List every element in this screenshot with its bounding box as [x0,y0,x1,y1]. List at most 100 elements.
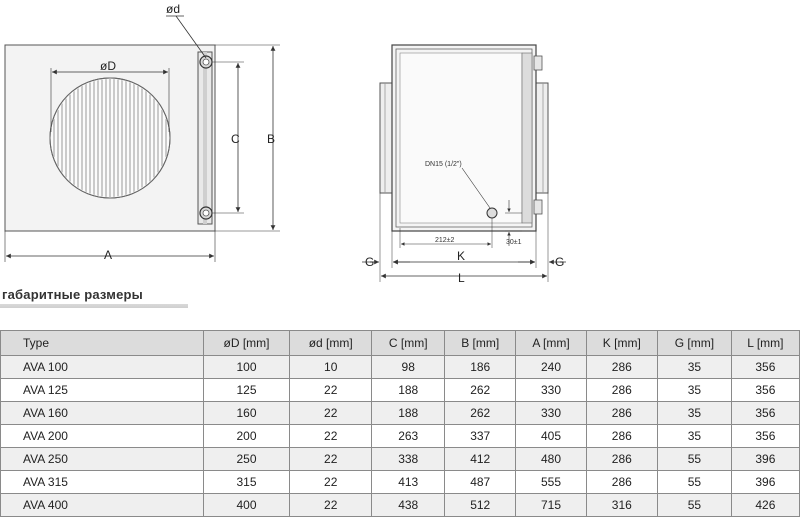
value-cell: 356 [730,355,800,379]
value-cell: 22 [289,424,373,448]
value-cell: 356 [730,424,800,448]
value-cell: 188 [371,378,446,402]
value-cell: 55 [656,447,732,471]
value-cell: 487 [444,470,517,494]
value-cell: 316 [585,493,658,517]
value-cell: 356 [730,378,800,402]
L-label: L [458,271,465,285]
value-cell: 262 [444,401,517,425]
value-cell: 555 [515,470,587,494]
value-cell: 286 [585,447,658,471]
value-cell: 338 [371,447,446,471]
od-leader [175,15,207,59]
value-cell: 715 [515,493,587,517]
value-cell: 10 [289,355,373,379]
value-cell: 412 [444,447,517,471]
value-cell: 330 [515,401,587,425]
dimensions-table: Type øD [mm] ød [mm] C [mm] B [mm] A [mm… [0,330,800,517]
technical-drawing: ød øD C B A DN15 (1/2") 212±2 30± [4,2,566,285]
oD-label: øD [100,59,116,73]
value-cell: 286 [585,378,658,402]
value-cell: 22 [289,378,373,402]
side-view [379,44,549,232]
value-cell: 315 [202,470,291,494]
value-cell: 240 [515,355,587,379]
value-cell: 98 [371,355,446,379]
value-cell: 22 [289,470,373,494]
value-cell: 337 [444,424,517,448]
column-header: L [mm] [730,330,800,356]
column-header: C [mm] [371,330,446,356]
value-cell: 413 [371,470,446,494]
G-right-label: G [555,255,564,269]
value-cell: 330 [515,378,587,402]
type-cell: AVA 250 [0,447,204,471]
C-label: C [231,132,240,146]
column-header: K [mm] [585,330,658,356]
value-cell: 480 [515,447,587,471]
column-header: B [mm] [444,330,517,356]
table-header-row: Type øD [mm] ød [mm] C [mm] B [mm] A [mm… [0,330,800,356]
value-cell: 426 [730,493,800,517]
value-cell: 250 [202,447,291,471]
column-header: ød [mm] [289,330,373,356]
value-cell: 200 [202,424,291,448]
value-cell: 100 [202,355,291,379]
column-header: G [mm] [656,330,732,356]
value-cell: 35 [656,378,732,402]
type-cell: AVA 200 [0,424,204,448]
value-cell: 160 [202,401,291,425]
value-cell: 188 [371,401,446,425]
value-cell: 262 [444,378,517,402]
value-cell: 405 [515,424,587,448]
B-label: B [267,132,275,146]
type-cell: AVA 125 [0,378,204,402]
value-cell: 22 [289,401,373,425]
value-cell: 400 [202,493,291,517]
type-cell: AVA 315 [0,470,204,494]
column-header: Type [0,330,204,356]
section-heading: габаритные размеры [2,287,143,302]
value-cell: 35 [656,401,732,425]
front-view [4,44,216,232]
value-cell: 438 [371,493,446,517]
value-cell: 125 [202,378,291,402]
A-label: A [104,248,112,262]
type-cell: AVA 100 [0,355,204,379]
dn15-label: DN15 (1/2") [425,161,462,168]
value-cell: 55 [656,493,732,517]
value-cell: 396 [730,470,800,494]
value-cell: 55 [656,470,732,494]
value-cell: 396 [730,447,800,471]
K-label: K [457,249,465,263]
dim-30-label: 30±1 [506,239,522,246]
od-label: ød [166,2,180,16]
type-cell: AVA 160 [0,401,204,425]
value-cell: 512 [444,493,517,517]
value-cell: 35 [656,355,732,379]
value-cell: 286 [585,424,658,448]
value-cell: 263 [371,424,446,448]
value-cell: 286 [585,470,658,494]
value-cell: 286 [585,401,658,425]
heading-underline [0,304,188,308]
value-cell: 186 [444,355,517,379]
value-cell: 356 [730,401,800,425]
type-cell: AVA 400 [0,493,204,517]
value-cell: 22 [289,447,373,471]
column-header: øD [mm] [202,330,291,356]
column-header: A [mm] [515,330,587,356]
value-cell: 286 [585,355,658,379]
value-cell: 35 [656,424,732,448]
dim-212-label: 212±2 [435,237,455,244]
value-cell: 22 [289,493,373,517]
G-left-label: G [365,255,374,269]
